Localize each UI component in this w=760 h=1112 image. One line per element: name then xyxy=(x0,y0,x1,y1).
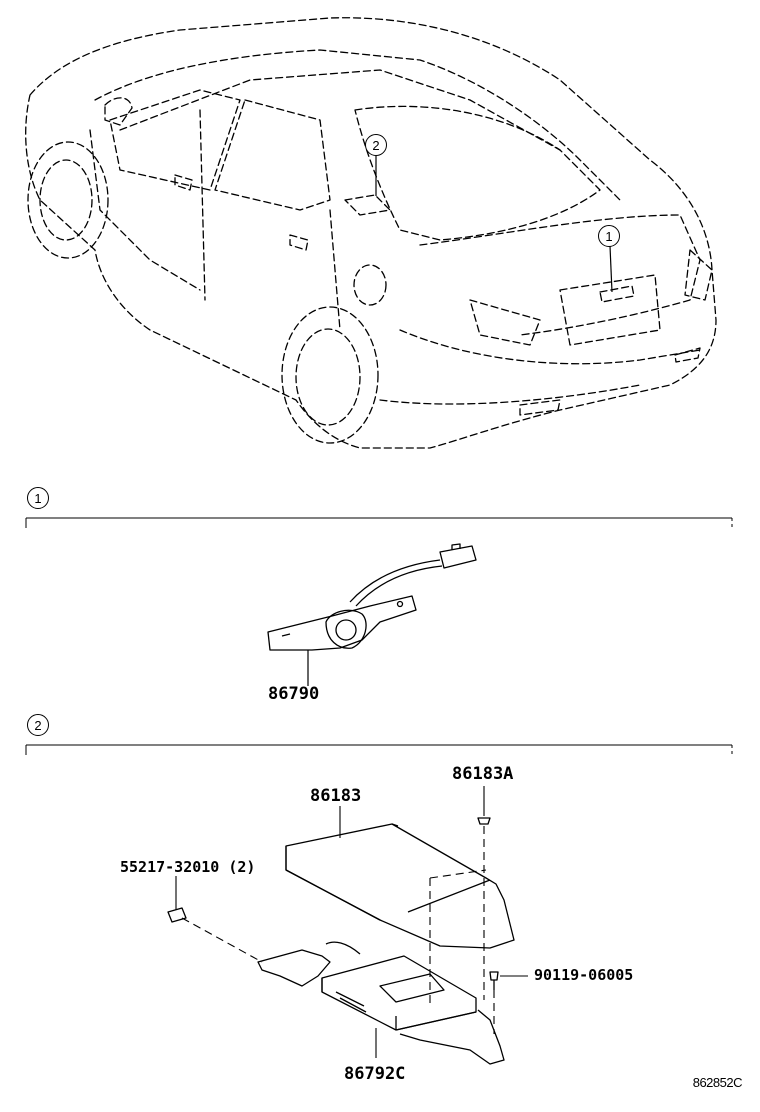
part-label-86792c[interactable]: 86792C xyxy=(344,1064,406,1084)
ecu-86792c xyxy=(321,955,477,1031)
part-label-86183a[interactable]: 86183A xyxy=(452,764,514,784)
mounting-bracket xyxy=(257,949,331,987)
part-label-86183[interactable]: 86183 xyxy=(310,786,362,806)
section-2-marker: 2 xyxy=(27,714,49,736)
clip-55217 xyxy=(167,907,187,923)
part-label-55217-32010[interactable]: 55217-32010 (2) xyxy=(120,858,256,876)
callout-marker-2: 2 xyxy=(365,134,387,156)
car-outline xyxy=(25,17,717,449)
part-label-86790[interactable]: 86790 xyxy=(268,684,320,704)
part-label-90119-06005[interactable]: 90119-06005 xyxy=(534,966,634,984)
cover-86183 xyxy=(285,823,515,949)
illustration-code: 862852C xyxy=(692,1075,743,1090)
callout-marker-1: 1 xyxy=(598,225,620,247)
camera-assembly xyxy=(267,543,477,651)
section-1-marker: 1 xyxy=(27,487,49,509)
license-plate xyxy=(559,274,661,346)
